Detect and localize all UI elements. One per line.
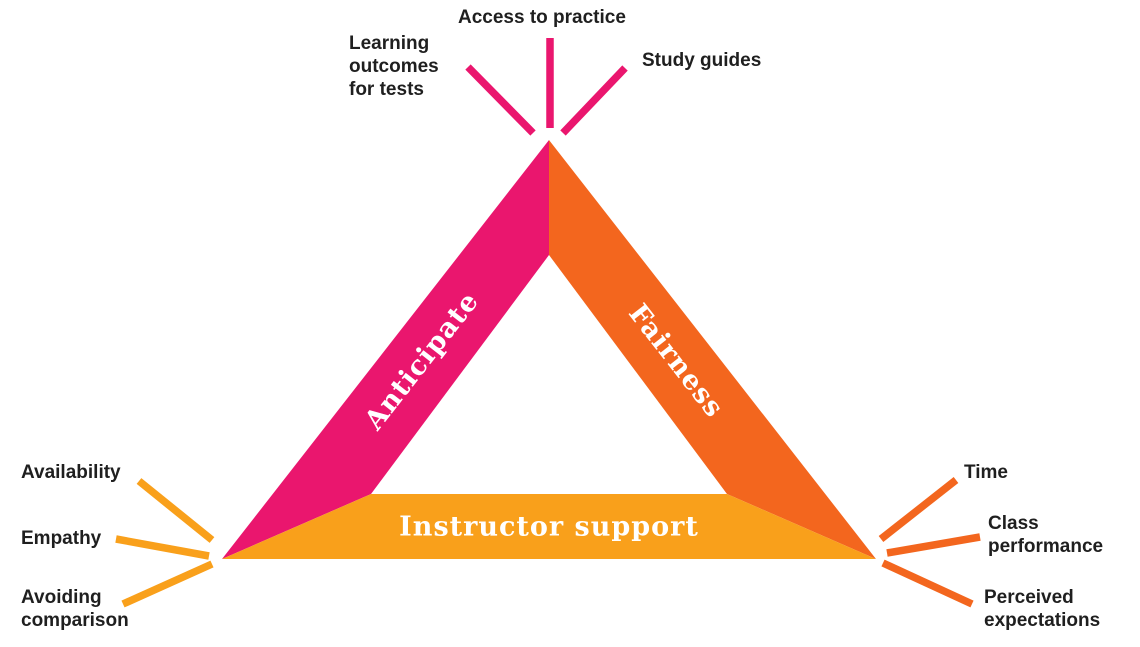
fairness-band <box>549 140 876 559</box>
callout-availability: Availability <box>21 462 121 483</box>
apex-ray-right <box>560 65 628 136</box>
callout-avoiding-comparison: Avoiding comparison <box>21 587 129 631</box>
bottom-left-ray-top <box>136 478 215 543</box>
callout-learning-outcomes-for-tests: Learning outcomes for tests <box>349 33 439 100</box>
callout-access-to-practice: Access to practice <box>458 7 626 28</box>
bottom-left-ray-middle <box>115 535 210 560</box>
bottom-right-ray-top <box>878 477 959 542</box>
callout-time: Time <box>964 462 1009 483</box>
instructor-support-side-label: Instructor support <box>399 511 699 543</box>
callout-study-guides: Study guides <box>642 50 762 71</box>
apex-ray-left <box>465 64 536 136</box>
bottom-right-ray-middle <box>886 533 981 557</box>
anticipate-band <box>222 140 549 559</box>
bottom-right-ray-bottom <box>881 559 974 608</box>
callout-empathy: Empathy <box>21 528 102 549</box>
callout-class-performance: Class performance <box>988 513 1104 557</box>
callout-perceived-expectations: Perceived expectations <box>984 587 1101 631</box>
bottom-left-ray-bottom <box>121 560 214 608</box>
instructor-support-band <box>222 494 876 559</box>
